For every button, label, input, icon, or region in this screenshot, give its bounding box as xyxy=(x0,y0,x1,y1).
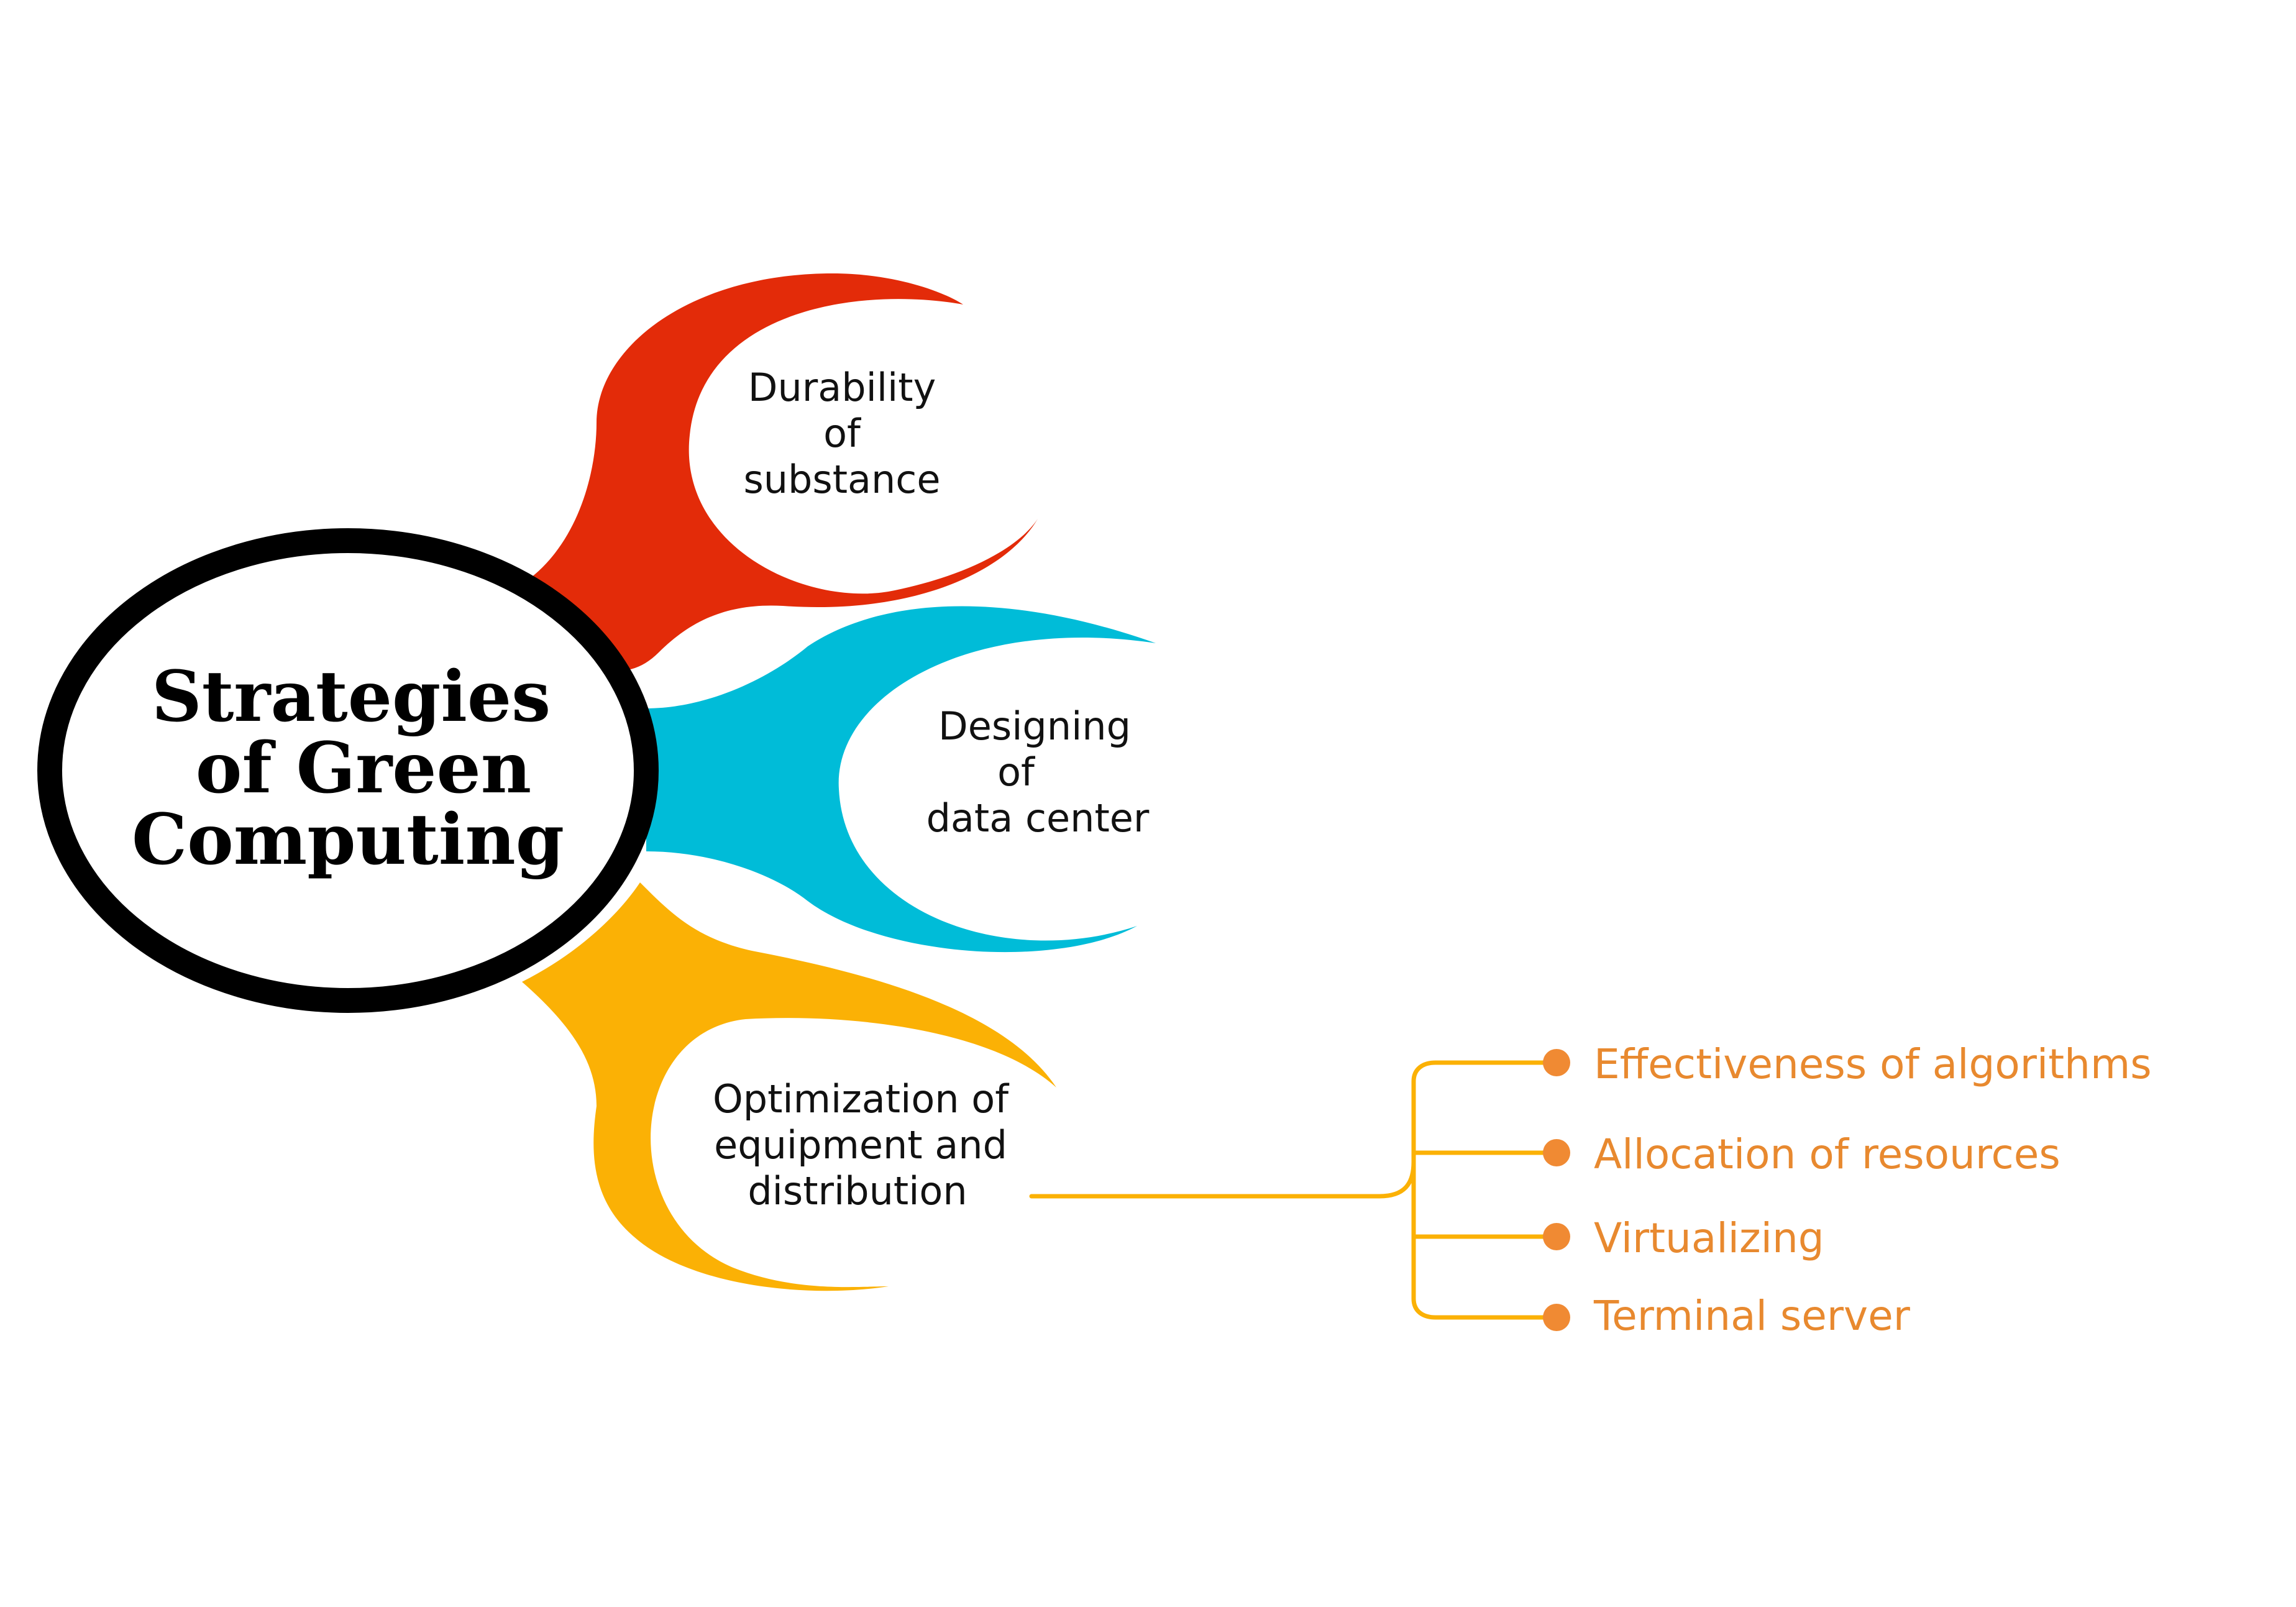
node-optimization-line-3: distribution xyxy=(748,1168,967,1214)
center-ring xyxy=(37,528,659,1013)
branch-dots xyxy=(1543,1049,1570,1331)
leaf-dot-4 xyxy=(1543,1304,1570,1331)
node-durability: Durability of substance xyxy=(522,273,1038,671)
leaf-dot-2 xyxy=(1543,1139,1570,1166)
leaf-label-algorithms: Effectiveness of algorithms xyxy=(1594,1040,2152,1088)
center-node: Strategies of Green Computing xyxy=(37,528,659,1013)
node-durability-line-2: of xyxy=(823,411,862,456)
node-data-center-line-1: Designing xyxy=(938,703,1131,749)
leaf-dot-1 xyxy=(1543,1049,1570,1076)
node-optimization-line-1: Optimization of xyxy=(713,1076,1010,1122)
center-title-line-3: Computing xyxy=(132,799,564,881)
branch-spine xyxy=(1411,1060,1556,1320)
leaf-dot-3 xyxy=(1543,1223,1570,1250)
leaf-label-virtualizing: Virtualizing xyxy=(1594,1214,1824,1262)
node-durability-line-1: Durability xyxy=(748,365,936,410)
node-durability-shape xyxy=(522,273,1038,671)
leaf-label-terminal-server: Terminal server xyxy=(1593,1292,1911,1340)
center-title-line-1: Strategies xyxy=(152,656,551,738)
branch-labels: Effectiveness of algorithms Allocation o… xyxy=(1593,1040,2152,1340)
node-data-center-line-3: data center xyxy=(926,795,1150,841)
node-data-center-line-2: of xyxy=(997,749,1036,795)
node-optimization: Optimization of equipment and distributi… xyxy=(522,882,1056,1291)
node-optimization-shape xyxy=(522,882,1056,1291)
node-durability-line-3: substance xyxy=(743,457,940,502)
branch-connector xyxy=(1029,1060,1556,1320)
leaf-label-resources: Allocation of resources xyxy=(1594,1130,2060,1178)
center-title-line-2: of Green xyxy=(196,728,531,809)
branch-trunk xyxy=(1029,1160,1416,1199)
node-data-center: Designing of data center xyxy=(646,606,1156,953)
node-data-center-shape xyxy=(646,606,1156,953)
node-optimization-line-2: equipment and xyxy=(714,1122,1007,1168)
